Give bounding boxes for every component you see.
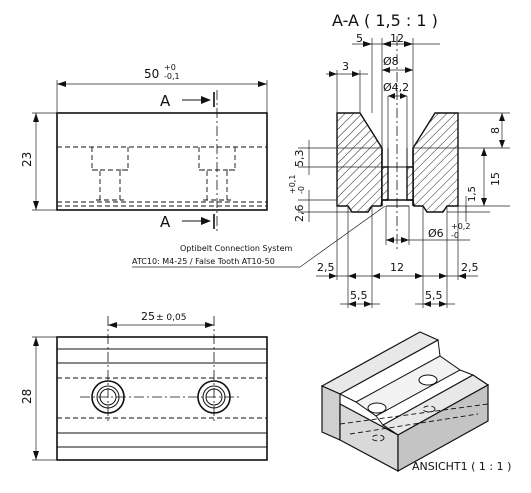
iso-front-face (339, 402, 399, 473)
dim-arrow (458, 273, 466, 279)
dim-arrow (363, 41, 372, 47)
iso-hidden (422, 405, 436, 413)
section-body-left (336, 112, 383, 213)
dim-arrow (400, 93, 407, 99)
section-title: A-A ( 1,5 : 1 ) (332, 11, 438, 30)
dim-arrow (499, 140, 505, 148)
hidden-pocket-right (198, 147, 208, 200)
section-body-right (412, 112, 459, 213)
dim-5-3: 5,3 (293, 150, 306, 168)
hidden-pocket-right (226, 147, 236, 200)
section-marker-top: A (160, 92, 171, 110)
iso-edge (339, 393, 357, 403)
dim-arrow (423, 301, 431, 307)
dim-arrow (372, 273, 380, 279)
dim-2-6: 2,6 (293, 205, 306, 223)
dim-3: 3 (342, 60, 349, 73)
section-arrow-head (201, 96, 211, 104)
iso-hidden (339, 403, 489, 425)
dim-5-5-right: 5,5 (425, 289, 443, 302)
bore-hatch (381, 166, 389, 201)
dim-arrow (329, 71, 337, 77)
dim-arrow (439, 301, 447, 307)
iso-hidden (349, 413, 479, 435)
dim-arrow (57, 81, 66, 87)
dim-1-5: 1,5 (467, 186, 478, 202)
connection-note: Optibelt Connection System ATC10: M4-25 … (132, 205, 386, 268)
dim-arrow (329, 273, 337, 279)
dim-arrow (382, 41, 391, 47)
isometric-view: ANSICHT1 ( 1 : 1 ) (320, 331, 511, 473)
dim-arrow (352, 71, 360, 77)
dim-arrow (388, 93, 395, 99)
dim-12-bottom: 12 (390, 261, 404, 274)
dim-arrow (415, 273, 423, 279)
iso-left-face (321, 385, 341, 441)
dim-arrow (439, 273, 447, 279)
note-line-2: ATC10: M4-25 / False Tooth AT10-50 (132, 257, 275, 266)
dim-5: 5 (356, 32, 363, 45)
dim-arrow (386, 237, 394, 243)
dim-arrow (108, 322, 117, 328)
iso-hole-left (367, 402, 387, 414)
dim-2-5-right: 2,5 (461, 261, 479, 274)
dim-arrow (205, 322, 214, 328)
dim-dia6: Ø6 (428, 227, 444, 240)
section-arrow-head (201, 217, 211, 225)
fit-tol-upper: +0,1 (288, 175, 297, 194)
section-view: A-A ( 1,5 : 1 ) 5 12 3 (288, 11, 510, 308)
top-view: 25 ± 0,05 28 (20, 310, 268, 461)
dim-arrow (348, 301, 356, 307)
fit-tol-lower: -0 (297, 186, 306, 194)
dim-arrow (33, 113, 39, 122)
width-tol-lower: -0,1 (164, 72, 180, 81)
dim-arrow (404, 41, 413, 47)
hidden-pocket-left (91, 147, 101, 200)
dim-arrow (33, 201, 39, 210)
section-marker-bottom: A (160, 213, 171, 231)
dim-5-5-left: 5,5 (350, 289, 368, 302)
dim-arrow (364, 301, 372, 307)
width-tol-upper: +0 (164, 63, 176, 72)
width-dimension: 50 (144, 67, 159, 81)
iso-edge (437, 339, 441, 357)
height-dimension: 23 (20, 152, 34, 167)
iso-hole-right (418, 374, 438, 386)
dim-arrow (33, 451, 39, 460)
note-line-1: Optibelt Connection System (180, 244, 292, 253)
dim-arrow (401, 237, 409, 243)
dia6-tol-lower: -0 (451, 231, 459, 240)
dim-8: 8 (489, 127, 502, 134)
hole-spacing: 25 (141, 310, 155, 323)
dia6-tol-upper: +0,2 (451, 222, 470, 231)
iso-edge (459, 369, 474, 376)
dim-15: 15 (489, 172, 502, 186)
hole-spacing-tol: ± 0,05 (156, 313, 186, 323)
front-view-outline (56, 112, 268, 211)
dim-arrow (481, 198, 487, 206)
isometric-label: ANSICHT1 ( 1 : 1 ) (412, 460, 511, 473)
top-view-outline (56, 336, 268, 461)
dim-dia8: Ø8 (383, 55, 399, 68)
top-height-dimension: 28 (20, 389, 34, 404)
hidden-pocket-left (119, 147, 129, 200)
iso-right-face (397, 383, 489, 473)
dim-dia42: Ø4,2 (383, 81, 409, 94)
dim-arrow (405, 67, 413, 73)
front-view: A A 50 +0 -0,1 23 (20, 63, 268, 232)
dim-arrow (382, 67, 390, 73)
dim-arrow (33, 337, 39, 346)
dim-arrow (481, 148, 487, 156)
bore-hatch (406, 166, 414, 201)
note-leader (299, 205, 386, 268)
dim-12-top: 12 (390, 32, 404, 45)
dim-arrow (499, 113, 505, 121)
iso-hidden (371, 434, 385, 442)
dim-arrow (258, 81, 267, 87)
dim-2-5-left: 2,5 (317, 261, 335, 274)
dim-arrow (348, 273, 356, 279)
iso-edge (375, 415, 384, 426)
